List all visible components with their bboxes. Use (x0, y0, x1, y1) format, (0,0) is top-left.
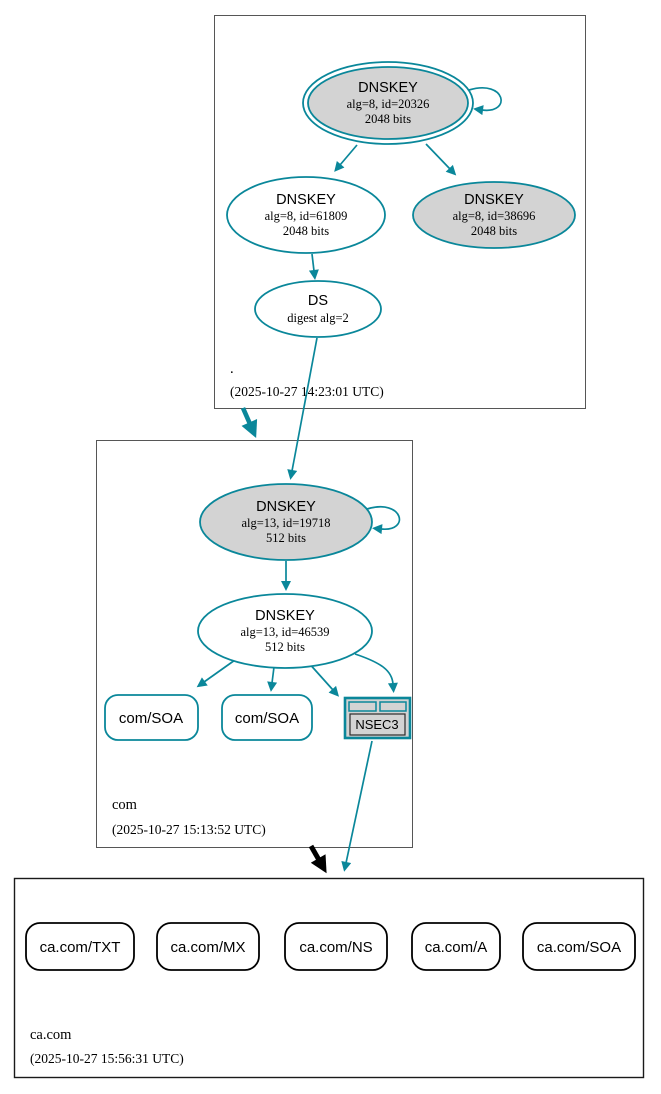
ca-com-zone-timestamp: (2025-10-27 15:56:31 UTC) (30, 1051, 184, 1066)
node-ca-com-mx[interactable]: ca.com/MX (156, 922, 260, 971)
ca-com-zone-name: ca.com (30, 1027, 72, 1043)
edge-root-zsk-to-ds (308, 253, 319, 280)
root-key3-title: DNSKEY (464, 192, 524, 208)
root-ds-detail: digest alg=2 (287, 311, 349, 325)
edge-nsec3-to-ca-com (341, 740, 373, 872)
root-ksk-inner-ring (307, 66, 469, 140)
com-soa1-label: com/SOA (119, 710, 183, 727)
com-ksk-title: DNSKEY (256, 499, 316, 515)
com-soa1-rect (104, 694, 199, 741)
edge-delegation-com-to-ca-com (308, 844, 327, 874)
root-ds-title: DS (308, 293, 328, 309)
ca-com-a-label: ca.com/A (425, 939, 488, 956)
com-zsk-bits: 512 bits (265, 640, 305, 654)
com-ksk-ellipse (199, 483, 373, 561)
nsec3-cell-2 (379, 701, 407, 712)
ca-com-a-rect (411, 922, 501, 971)
ca-com-mx-label: ca.com/MX (170, 939, 245, 956)
com-zsk-ellipse (197, 593, 373, 669)
node-root-ds[interactable]: DS digest alg=2 (254, 280, 382, 338)
node-com-zsk-46539[interactable]: DNSKEY alg=13, id=46539 512 bits (197, 593, 373, 669)
root-zsk-detail: alg=8, id=61809 (265, 209, 348, 223)
root-zsk-title: DNSKEY (276, 192, 336, 208)
com-zsk-title: DNSKEY (255, 608, 315, 624)
ca-com-soa-label: ca.com/SOA (537, 939, 621, 956)
nsec3-label-cell (349, 713, 406, 736)
node-ca-com-txt[interactable]: ca.com/TXT (25, 922, 135, 971)
ca-com-ns-rect (284, 922, 388, 971)
node-com-soa-2[interactable]: com/SOA (221, 694, 313, 741)
edge-com-ksk-selfsign (366, 506, 401, 535)
edge-delegation-root-to-com (240, 407, 258, 439)
nsec3-label: NSEC3 (355, 717, 398, 732)
root-zsk-bits: 2048 bits (283, 224, 329, 238)
root-key3-bits: 2048 bits (471, 224, 517, 238)
edge-ds-to-com-ksk (287, 337, 318, 480)
com-zsk-detail: alg=13, id=46539 (240, 625, 329, 639)
node-ca-com-soa[interactable]: ca.com/SOA (522, 922, 636, 971)
ca-com-ns-label: ca.com/NS (299, 939, 372, 956)
com-zone-timestamp: (2025-10-27 15:13:52 UTC) (112, 822, 266, 837)
ca-com-soa-rect (522, 922, 636, 971)
node-com-soa-1[interactable]: com/SOA (104, 694, 199, 741)
com-soa2-rect (221, 694, 313, 741)
node-com-nsec3[interactable]: NSEC3 (343, 696, 412, 740)
nsec3-cell-1 (348, 701, 377, 712)
edge-com-zsk-to-nsec3-right (354, 653, 398, 693)
node-ca-com-a[interactable]: ca.com/A (411, 922, 501, 971)
node-root-ksk-20326[interactable]: DNSKEY alg=8, id=20326 2048 bits (302, 61, 474, 145)
root-key3-ellipse (412, 181, 576, 249)
edge-root-ksk-selfsign (468, 87, 502, 116)
com-ksk-detail: alg=13, id=19718 (241, 516, 330, 530)
com-ksk-bits: 512 bits (266, 531, 306, 545)
edge-com-zsk-to-soa1 (196, 659, 236, 688)
root-ds-ellipse (254, 280, 382, 338)
node-com-ksk-19718[interactable]: DNSKEY alg=13, id=19718 512 bits (199, 483, 373, 561)
root-key3-detail: alg=8, id=38696 (453, 209, 536, 223)
zone-box-ca-com (13, 877, 645, 1079)
node-root-zsk-61809[interactable]: DNSKEY alg=8, id=61809 2048 bits (226, 176, 386, 254)
root-ksk-detail: alg=8, id=20326 (347, 97, 430, 111)
root-ksk-title: DNSKEY (358, 80, 418, 96)
com-soa2-label: com/SOA (235, 710, 299, 727)
node-root-key-38696[interactable]: DNSKEY alg=8, id=38696 2048 bits (412, 181, 576, 249)
edge-root-ksk-to-key3 (425, 143, 457, 176)
root-zone-name: . (230, 361, 234, 377)
root-zone-timestamp: (2025-10-27 14:23:01 UTC) (230, 384, 384, 399)
root-ksk-bits: 2048 bits (365, 112, 411, 126)
com-zone-name: com (112, 797, 138, 813)
ca-com-txt-label: ca.com/TXT (40, 939, 121, 956)
root-zsk-ellipse (226, 176, 386, 254)
edge-com-zsk-to-soa2 (267, 666, 278, 692)
ca-com-mx-rect (156, 922, 260, 971)
edge-root-ksk-to-zsk (334, 144, 358, 172)
node-ca-com-ns[interactable]: ca.com/NS (284, 922, 388, 971)
ca-com-txt-rect (25, 922, 135, 971)
